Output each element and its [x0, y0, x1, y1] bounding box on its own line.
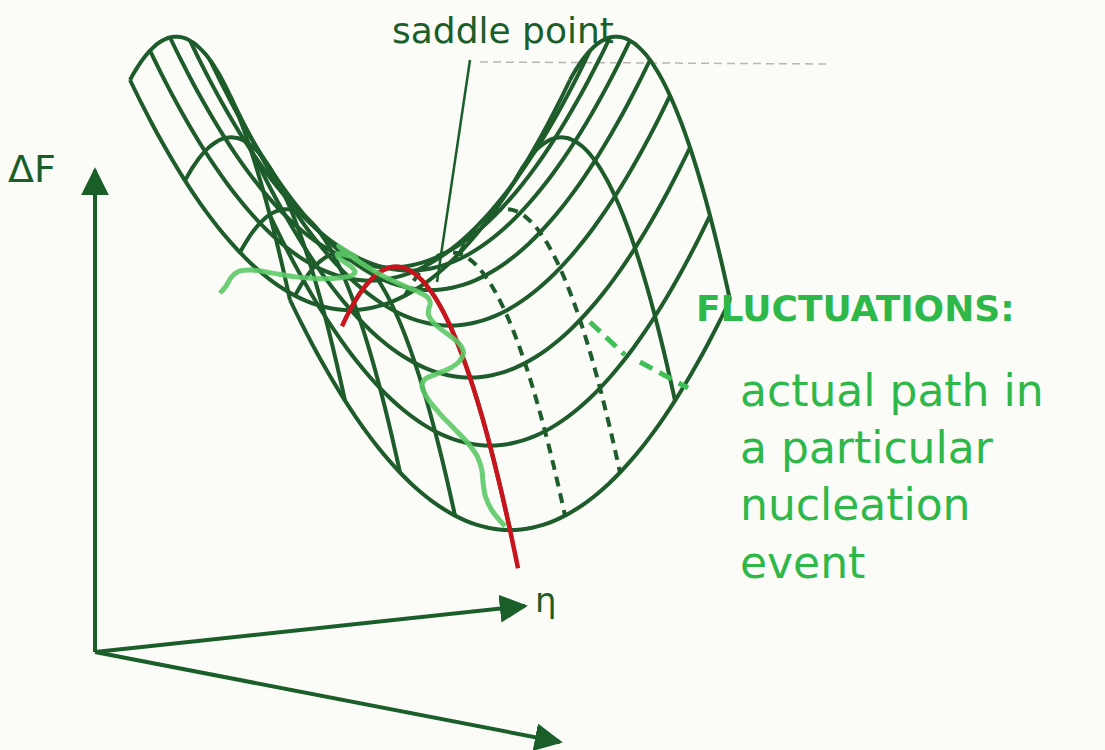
eta-axis	[95, 606, 525, 652]
mesh-line	[270, 216, 710, 446]
saddle-label: saddle point	[392, 8, 632, 55]
axis-label: η	[535, 578, 575, 622]
mesh-line	[240, 209, 400, 472]
fluctuation-path	[220, 246, 505, 526]
mesh-line	[515, 137, 675, 400]
mesh-line	[250, 148, 690, 378]
axis-label: ΔF	[8, 145, 88, 194]
guide-line	[480, 62, 830, 64]
mesh-line	[290, 300, 730, 530]
energy-axis	[93, 170, 97, 652]
depth-axis	[95, 652, 560, 742]
heading-label: FLUCTUATIONS:	[696, 286, 1101, 333]
fluctuation-path	[590, 322, 688, 388]
annotation-text: actual path in a particular nucleation e…	[740, 362, 1080, 591]
mesh-line	[210, 60, 650, 290]
leader-line	[437, 60, 470, 282]
mesh-line	[170, 38, 610, 268]
mesh-line	[570, 37, 730, 300]
